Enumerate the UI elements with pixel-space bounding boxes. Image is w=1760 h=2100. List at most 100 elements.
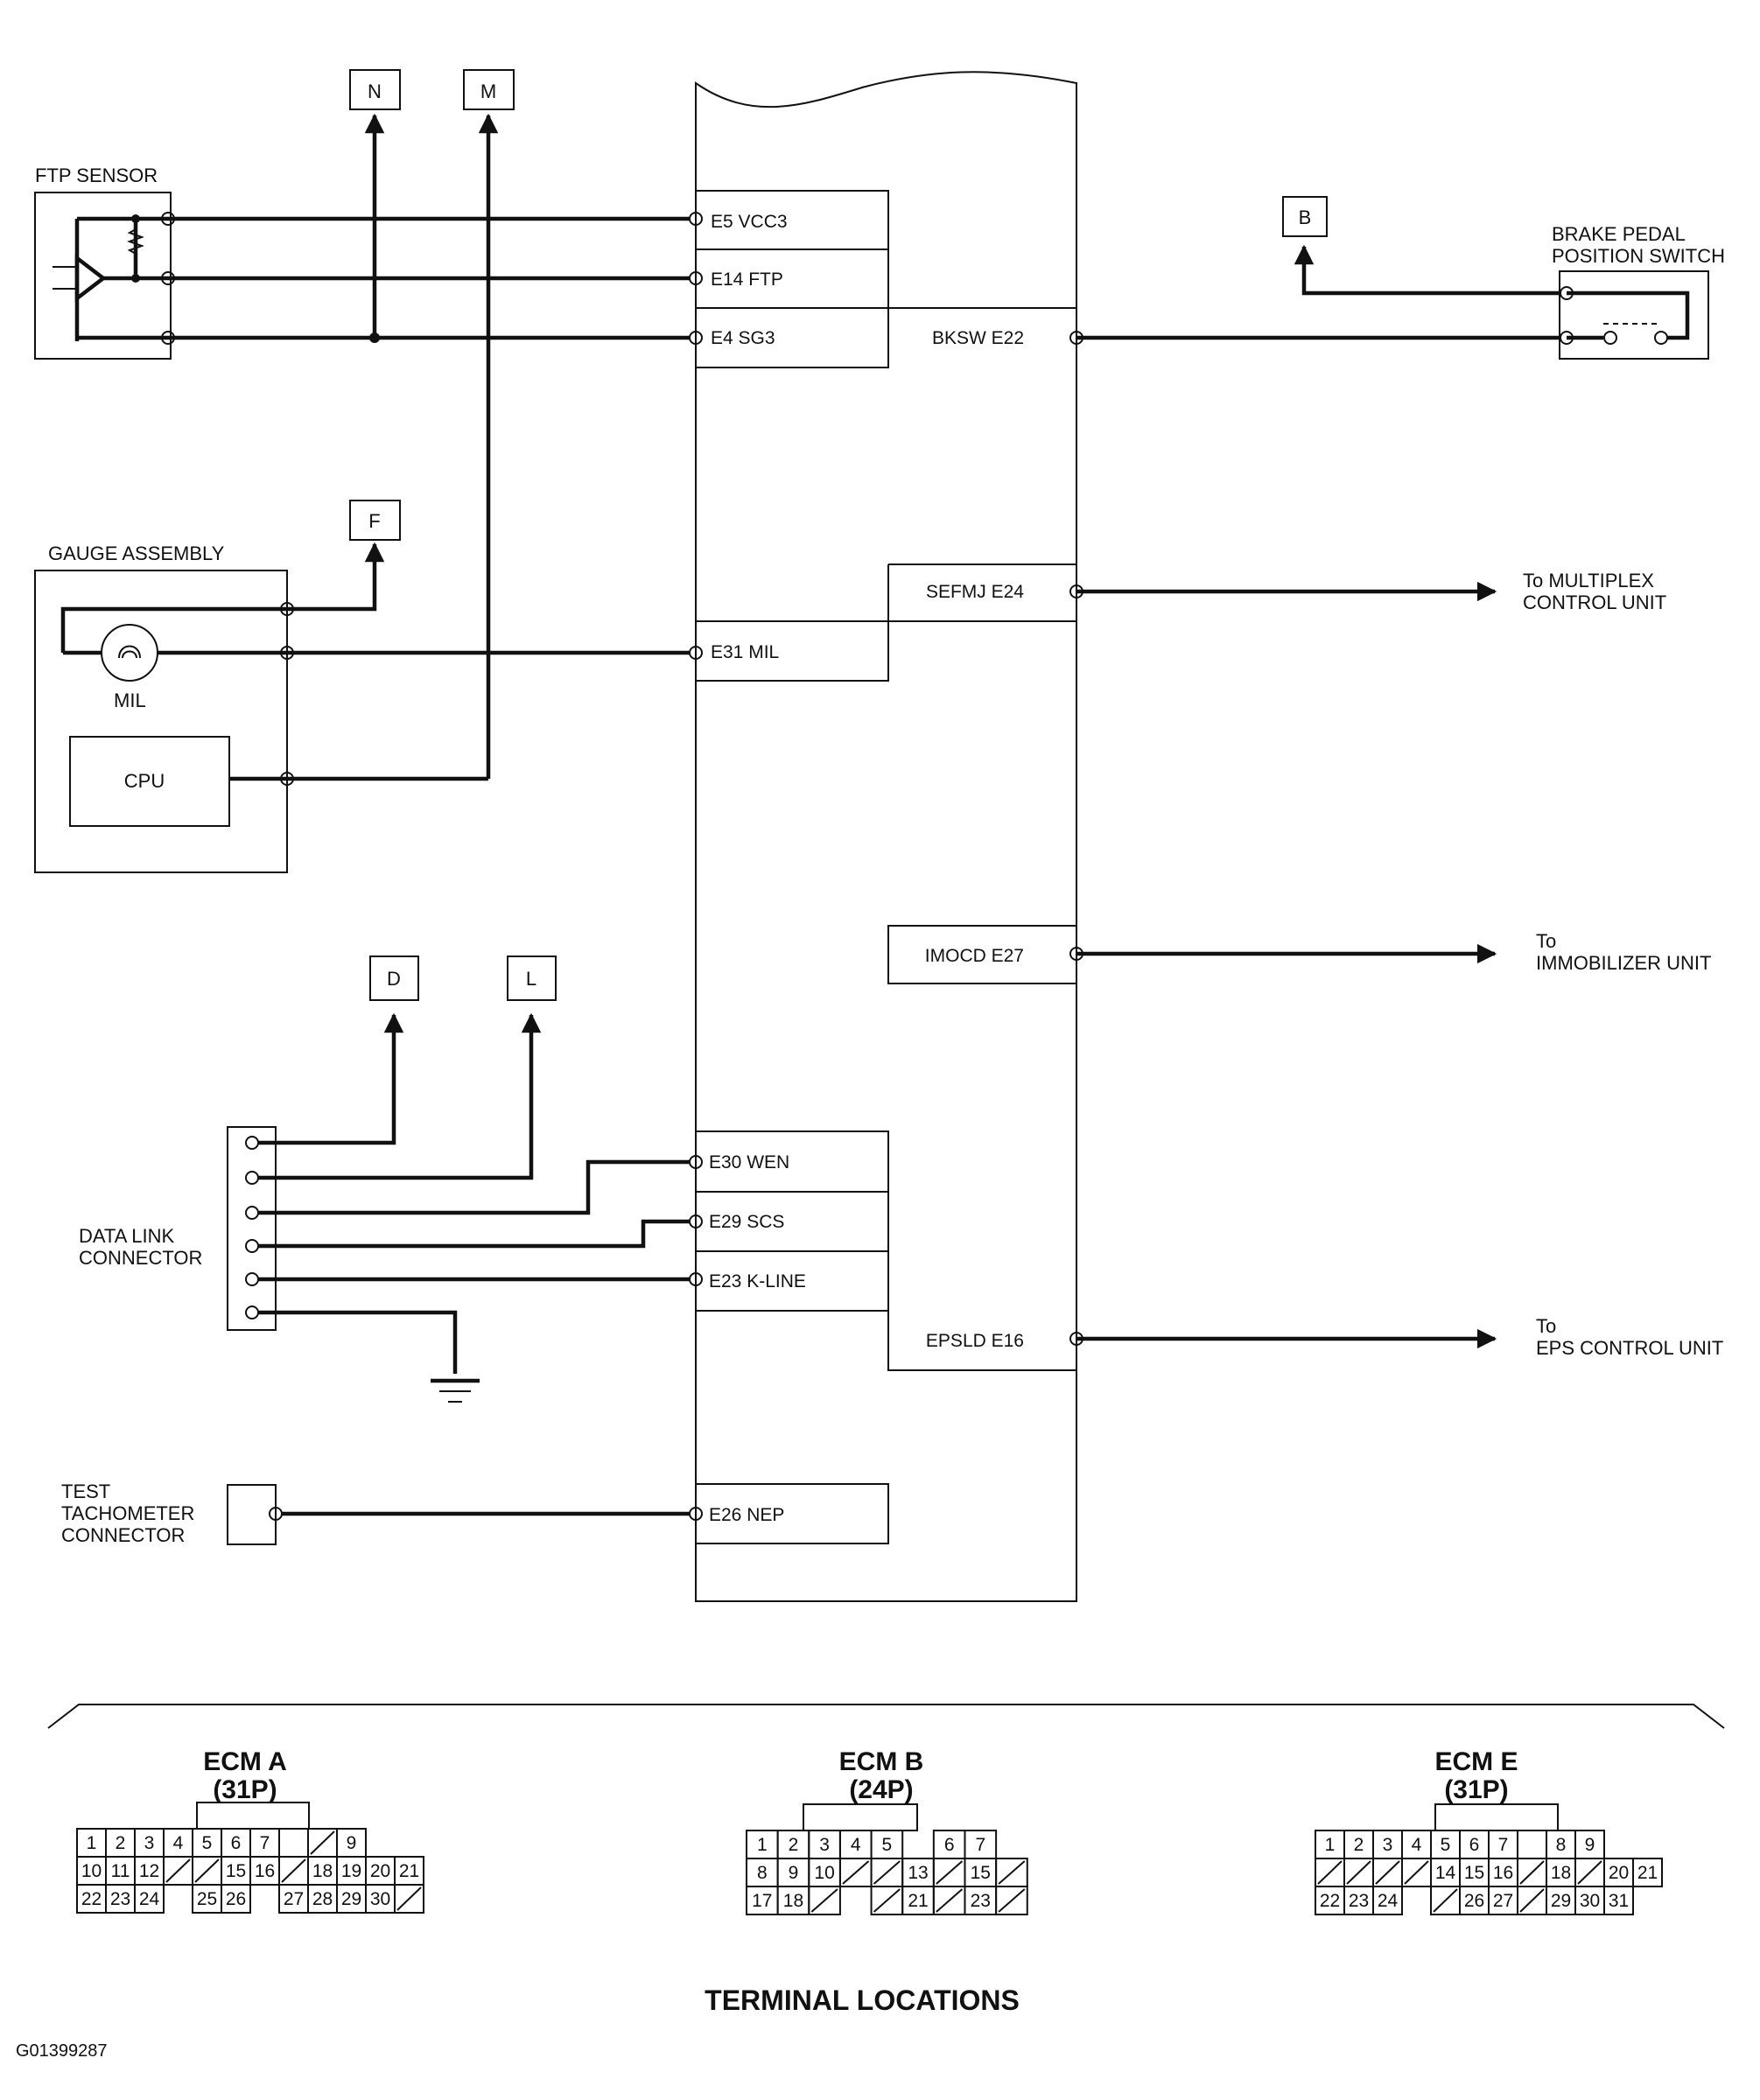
ecm-e-title: ECM E [1434, 1747, 1518, 1776]
ecm-e-pins: (31P) [1444, 1775, 1508, 1804]
ecm-a-cell-number: 26 [226, 1889, 246, 1909]
pin-e24-label: SEFMJ E24 [926, 582, 1024, 602]
pin-e29-label: E29 SCS [709, 1212, 784, 1232]
ecm-a-blank-cell [281, 1858, 306, 1883]
ecm-a-cell-number: 27 [284, 1889, 304, 1909]
ecm-a-blank-cell [165, 1858, 191, 1883]
ecm-e-blank-cell [1375, 1860, 1400, 1885]
tag-b-label: B [1299, 206, 1312, 228]
ecm-e-blank-cell [1519, 1888, 1545, 1913]
multiplex-line: To MULTIPLEX CONTROL UNIT [1069, 570, 1666, 613]
pin-e30-label: E30 WEN [709, 1152, 789, 1172]
ecm-a-cell-number: 2 [116, 1833, 126, 1853]
ecm-b-blank-cell [936, 1860, 964, 1885]
ecm-a-cell-number: 25 [197, 1889, 217, 1909]
mil-lamp-icon [101, 624, 158, 682]
ecm-a-blank-cell [396, 1886, 422, 1911]
ecm-a-pins: (31P) [213, 1775, 277, 1804]
ecm-b-cell-number: 17 [752, 1891, 772, 1911]
ecm-e-cell [1372, 1886, 1403, 1915]
ecm-b-blank-cell [998, 1860, 1026, 1885]
ecm-e-cell-number: 22 [1320, 1891, 1340, 1911]
cpu-label: CPU [124, 770, 165, 792]
ecm-a-cell-number: 18 [312, 1861, 333, 1881]
ecm-a-cell [221, 1884, 251, 1914]
ecm-e-cell-number: 23 [1349, 1891, 1369, 1911]
ecm-e-cell-number: 1 [1325, 1835, 1336, 1855]
ecm-e-blank-cell [1317, 1860, 1343, 1885]
ecm-a-cell-number: 6 [231, 1833, 242, 1853]
ecm-b-blank-cell [810, 1888, 838, 1913]
ecm-a-blank-cell [310, 1830, 335, 1855]
ecm-b-cell-number: 1 [757, 1835, 768, 1855]
eps-label-1: To [1536, 1315, 1556, 1337]
ecm-b-cell-number: 15 [971, 1863, 991, 1883]
ecm-e-cell-number: 7 [1498, 1835, 1509, 1855]
ecm-a-cell-number: 19 [341, 1861, 361, 1881]
ecm-a-cell-number: 22 [81, 1889, 102, 1909]
ecm-e-cell-number: 29 [1551, 1891, 1571, 1911]
ecm-a-cell-number: 7 [260, 1833, 270, 1853]
ecm-e-cell-number: 30 [1580, 1891, 1600, 1911]
figure-id: G01399287 [16, 2041, 108, 2061]
ecm-a-cell-number: 15 [226, 1861, 246, 1881]
ecm-b-cell-number: 2 [789, 1835, 799, 1855]
ecm-a-cell-number: 3 [144, 1833, 155, 1853]
brake-switch-label-1: BRAKE PEDAL [1552, 223, 1686, 245]
ecm-b-blank-cell [873, 1888, 901, 1913]
tag-l-label: L [526, 968, 536, 990]
ecm-b-pins: (24P) [849, 1775, 913, 1804]
ecm-b-cell-number: 21 [908, 1891, 928, 1911]
ecm-a-title: ECM A [203, 1747, 287, 1776]
tach-label-2: TACHOMETER [61, 1502, 194, 1524]
multiplex-label-2: CONTROL UNIT [1523, 592, 1666, 613]
ecm-b-cell-number: 13 [908, 1863, 928, 1883]
mil-label: MIL [114, 690, 146, 711]
ground-icon [431, 1378, 480, 1403]
ecm-a-cell-number: 24 [139, 1889, 160, 1909]
tag-m-label: M [480, 80, 496, 102]
gauge-wires: F [280, 500, 703, 786]
brake-pedal-position-switch: BRAKE PEDAL POSITION SWITCH [1552, 223, 1725, 360]
resistor-icon [127, 228, 144, 255]
ecm-b-cell-number: 9 [789, 1863, 799, 1883]
ecm-a-cell-number: 1 [87, 1833, 97, 1853]
pin-e27-label: IMOCD E27 [925, 946, 1024, 966]
ecm-b-blank-cell [936, 1888, 964, 1913]
ecm-body [695, 71, 1077, 1602]
immobilizer-label-1: To [1536, 930, 1556, 952]
pin-e26-label: E26 NEP [709, 1505, 784, 1525]
ecm-e-cell-number: 31 [1609, 1891, 1629, 1911]
ecm-e-blank-cell [1519, 1860, 1545, 1885]
ecm-b-blank-cell [998, 1888, 1026, 1913]
ecm-b-cell-number: 3 [819, 1835, 830, 1855]
pin-e31-label: E31 MIL [711, 642, 779, 662]
gauge-assembly: GAUGE ASSEMBLY MIL CPU [34, 542, 288, 873]
ecm-b-cell-number: 18 [783, 1891, 803, 1911]
tag-d-label: D [387, 968, 401, 990]
ecm-b-cell-number: 5 [882, 1835, 893, 1855]
ftp-wires [77, 212, 703, 345]
ecm-e-cell [1603, 1886, 1634, 1915]
ecm-e-cell-number: 8 [1556, 1835, 1567, 1855]
ecm-pin-labels: E5 VCC3 E14 FTP E4 SG3 BKSW E22 SEFMJ E2… [709, 212, 1024, 1525]
tag-m: M [463, 69, 515, 779]
eps-line: To EPS CONTROL UNIT [1069, 1315, 1723, 1359]
dlc-wires: D L [258, 956, 703, 1403]
eps-label-2: EPS CONTROL UNIT [1536, 1337, 1723, 1359]
ecm-e-cell-number: 14 [1435, 1863, 1456, 1883]
ecm-e-cell-number: 24 [1378, 1891, 1399, 1911]
test-tachometer-connector: TEST TACHOMETER CONNECTOR [61, 1480, 703, 1546]
ecm-a-cell-number: 23 [110, 1889, 130, 1909]
gauge-assembly-label: GAUGE ASSEMBLY [48, 542, 225, 564]
ecm-e-cell-number: 18 [1551, 1863, 1571, 1883]
immobilizer-label-2: IMMOBILIZER UNIT [1536, 952, 1711, 974]
ecm-pin-boxes [695, 190, 1077, 1544]
ecm-a-cell [394, 1884, 424, 1914]
ecm-b-cell-number: 4 [851, 1835, 861, 1855]
ecm-a-cell-number: 12 [139, 1861, 159, 1881]
